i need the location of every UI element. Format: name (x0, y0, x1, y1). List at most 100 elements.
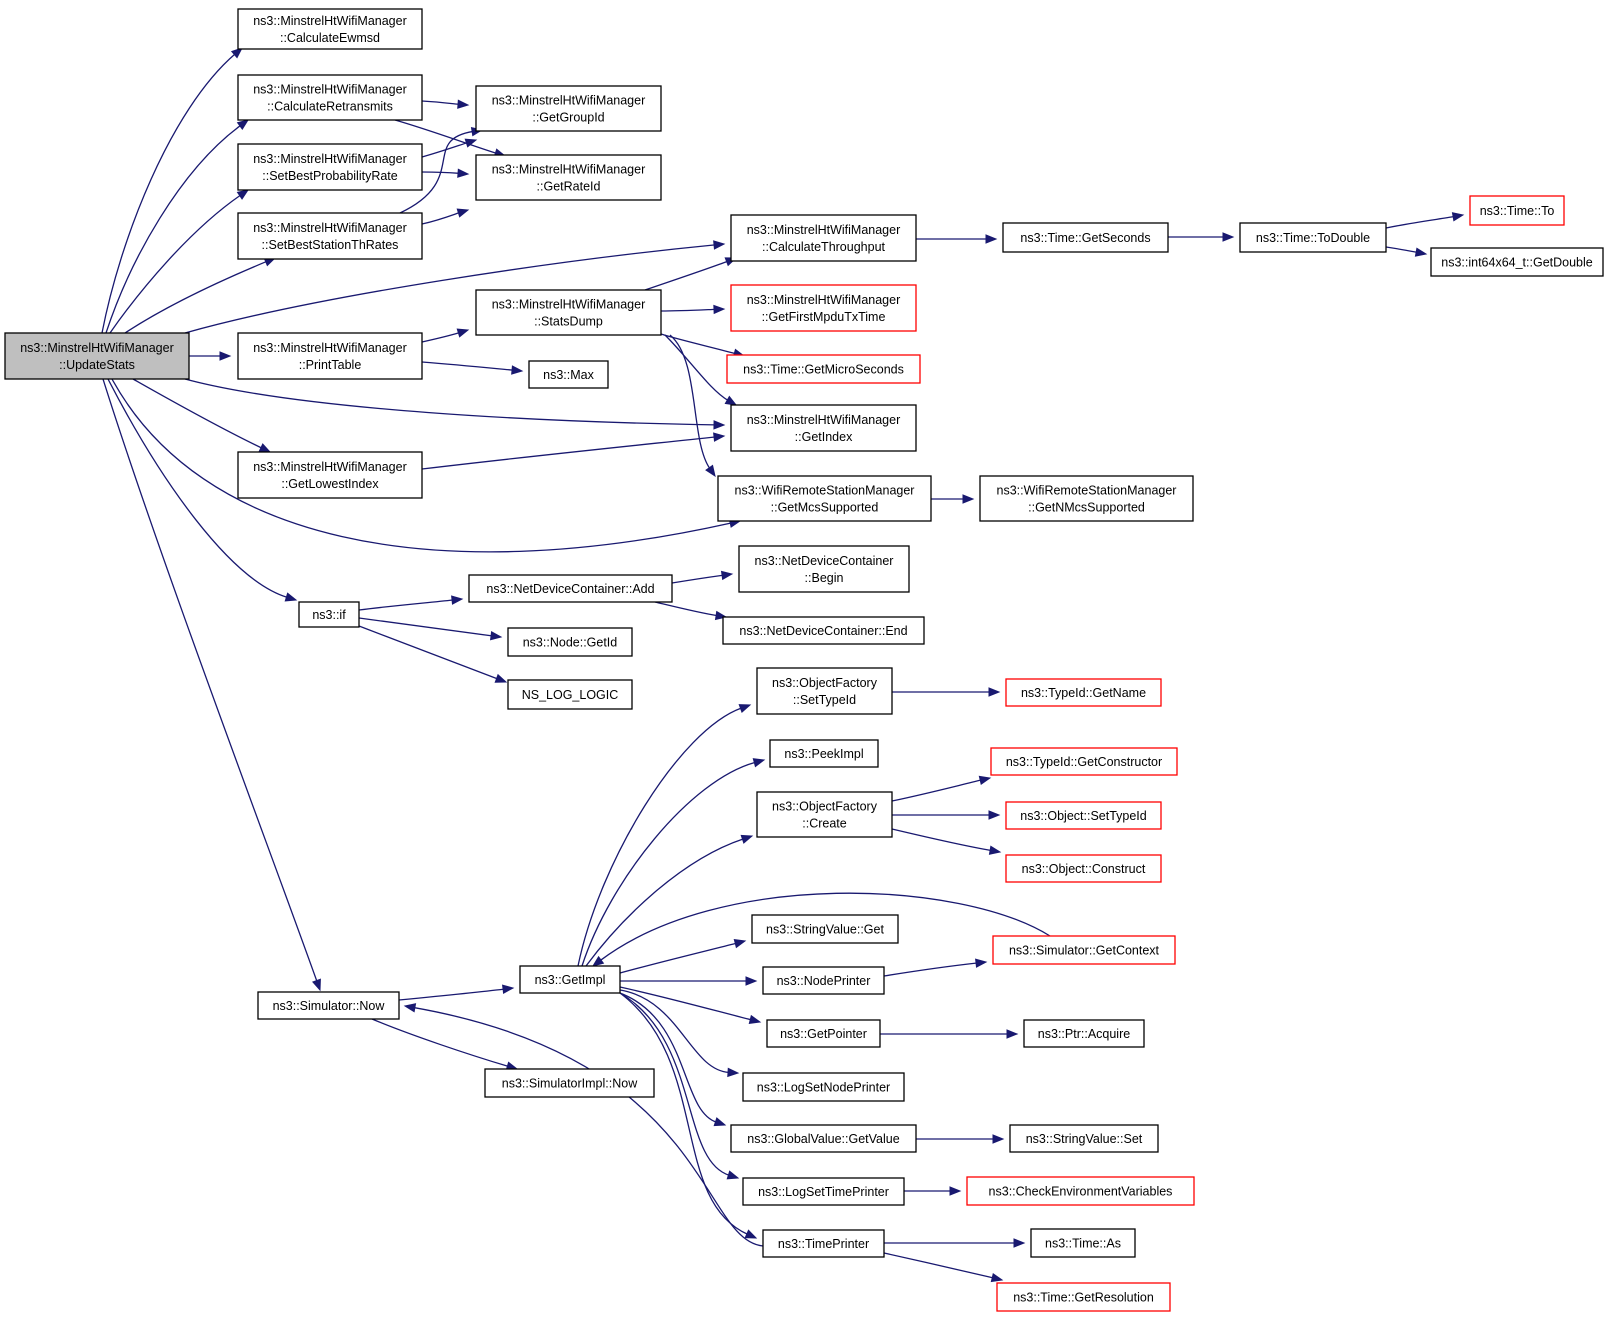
node-strValSet[interactable]: ns3::StringValue::Set (1009, 1124, 1159, 1153)
node-getPointer[interactable]: ns3::GetPointer (766, 1019, 881, 1048)
edge-line (371, 1018, 509, 1068)
node-logSetTimePrinter[interactable]: ns3::LogSetTimePrinter (742, 1177, 905, 1206)
node-objConstruct[interactable]: ns3::Object::Construct (1005, 854, 1162, 883)
edge-line (184, 244, 716, 334)
node-getFirstMpdu[interactable]: ns3::MinstrelHtWifiManager::GetFirstMpdu… (730, 284, 917, 332)
edge-line (105, 124, 242, 334)
call-edges (101, 47, 1465, 1283)
node-label: ns3::NodePrinter (777, 974, 871, 988)
node-setBestStation[interactable]: ns3::MinstrelHtWifiManager::SetBestStati… (237, 212, 423, 260)
node-timePrinter[interactable]: ns3::TimePrinter (762, 1229, 885, 1258)
node-box (475, 85, 662, 132)
node-ndcEnd[interactable]: ns3::NetDeviceContainer::End (722, 616, 925, 645)
node-label: ::GetGroupId (532, 111, 604, 125)
node-label: ::Create (802, 817, 847, 831)
arrow-head (727, 1067, 740, 1078)
node-getResolution[interactable]: ns3::Time::GetResolution (996, 1282, 1171, 1312)
node-ndcAdd[interactable]: ns3::NetDeviceContainer::Add (468, 574, 673, 603)
edge-logSetTimePrinter-to-checkEnv (903, 1186, 962, 1196)
edge-getLowestIndex-to-getIndex (421, 432, 726, 470)
node-ofSetTypeId[interactable]: ns3::ObjectFactory::SetTypeId (756, 667, 893, 715)
node-label: ns3::Time::GetSeconds (1020, 231, 1150, 245)
node-label: ns3::MinstrelHtWifiManager (253, 460, 407, 474)
node-ofCreate[interactable]: ns3::ObjectFactory::Create (756, 791, 893, 838)
node-getGroupId[interactable]: ns3::MinstrelHtWifiManager::GetGroupId (475, 85, 662, 132)
node-ndcBegin[interactable]: ns3::NetDeviceContainer::Begin (738, 545, 910, 593)
node-box (237, 332, 423, 380)
node-typeIdGetName[interactable]: ns3::TypeId::GetName (1005, 678, 1162, 707)
node-getMicroSeconds[interactable]: ns3::Time::GetMicroSeconds (726, 354, 921, 384)
arrow-head (713, 420, 726, 430)
node-calcRetransmits[interactable]: ns3::MinstrelHtWifiManager::CalculateRet… (237, 74, 423, 121)
node-getLowestIndex[interactable]: ns3::MinstrelHtWifiManager::GetLowestInd… (237, 451, 423, 499)
edge-line (671, 574, 724, 584)
edge-line (660, 308, 716, 312)
node-checkEnv[interactable]: ns3::CheckEnvironmentVariables (966, 1176, 1195, 1206)
edge-getImpl-to-nodePrinter (620, 976, 758, 986)
node-toDouble[interactable]: ns3::Time::ToDouble (1239, 222, 1387, 253)
node-calcEwmsd[interactable]: ns3::MinstrelHtWifiManager::CalculateEwm… (237, 8, 423, 50)
node-simImplNow[interactable]: ns3::SimulatorImpl::Now (484, 1068, 655, 1098)
edge-line (585, 838, 744, 967)
node-updateStats[interactable]: ns3::MinstrelHtWifiManager::UpdateStats (4, 332, 190, 380)
node-nsMax[interactable]: ns3::Max (528, 360, 609, 389)
node-box (237, 74, 423, 121)
node-typeIdGetCtor[interactable]: ns3::TypeId::GetConstructor (990, 747, 1178, 776)
node-box (996, 1282, 1171, 1312)
node-setBestProb[interactable]: ns3::MinstrelHtWifiManager::SetBestProba… (237, 143, 423, 191)
node-getSeconds[interactable]: ns3::Time::GetSeconds (1002, 222, 1169, 253)
node-statsDump[interactable]: ns3::MinstrelHtWifiManager::StatsDump (475, 289, 662, 336)
node-nodeGetId[interactable]: ns3::Node::GetId (507, 627, 633, 657)
node-box (237, 8, 423, 50)
node-label: ns3::Max (543, 368, 594, 382)
node-nsLogLogic[interactable]: NS_LOG_LOGIC (507, 679, 633, 710)
edge-line (654, 601, 718, 617)
node-label: ns3::Node::GetId (523, 636, 618, 650)
arrow-head (978, 775, 992, 786)
node-box (762, 966, 885, 995)
node-timeAs[interactable]: ns3::Time::As (1030, 1228, 1136, 1258)
edge-line (358, 617, 493, 637)
node-label: ::GetIndex (795, 430, 853, 444)
node-ptrAcquire[interactable]: ns3::Ptr::Acquire (1023, 1019, 1145, 1048)
edge-line (421, 361, 514, 371)
node-getRateId[interactable]: ns3::MinstrelHtWifiManager::GetRateId (475, 154, 662, 201)
node-int64GetDouble[interactable]: ns3::int64x64_t::GetDouble (1430, 247, 1604, 277)
node-logSetNodePrinter[interactable]: ns3::LogSetNodePrinter (742, 1072, 905, 1102)
edge-line (883, 1252, 994, 1279)
node-gvGetValue[interactable]: ns3::GlobalValue::GetValue (730, 1124, 917, 1153)
node-simGetContext[interactable]: ns3::Simulator::GetContext (992, 935, 1176, 965)
node-getImpl[interactable]: ns3::GetImpl (519, 965, 621, 994)
node-box (751, 914, 899, 944)
node-label: ns3::ObjectFactory (772, 800, 878, 814)
node-getMcsSupported[interactable]: ns3::WifiRemoteStationManager::GetMcsSup… (717, 475, 932, 522)
node-box (766, 1019, 881, 1048)
node-getIndex[interactable]: ns3::MinstrelHtWifiManager::GetIndex (730, 404, 917, 452)
node-nodePrinter[interactable]: ns3::NodePrinter (762, 966, 885, 995)
arrow-head (464, 138, 478, 148)
edge-getImpl-to-logSetNodePrinter (619, 989, 740, 1078)
node-box (730, 1124, 917, 1153)
node-box (1005, 801, 1162, 830)
node-nsIf[interactable]: ns3::if (298, 601, 360, 628)
node-timeTo[interactable]: ns3::Time::To (1469, 195, 1565, 226)
node-simNow[interactable]: ns3::Simulator::Now (257, 991, 400, 1020)
arrow-head (988, 687, 1001, 697)
node-objSetTypeId[interactable]: ns3::Object::SetTypeId (1005, 801, 1162, 830)
edge-line (891, 828, 992, 852)
node-label: ns3::MinstrelHtWifiManager (747, 413, 901, 427)
edge-getSeconds-to-toDouble (1168, 232, 1235, 242)
node-calcThroughput[interactable]: ns3::MinstrelHtWifiManager::CalculateThr… (730, 214, 917, 262)
node-label: ::GetFirstMpduTxTime (762, 310, 886, 324)
node-label: ns3::Simulator::Now (273, 999, 386, 1013)
node-printTable[interactable]: ns3::MinstrelHtWifiManager::PrintTable (237, 332, 423, 380)
node-peekImpl[interactable]: ns3::PeekImpl (769, 739, 879, 768)
node-label: ns3::TypeId::GetConstructor (1006, 755, 1162, 769)
node-label: ns3::SimulatorImpl::Now (502, 1077, 638, 1091)
arrow-head (949, 1186, 962, 1196)
node-getNMcs[interactable]: ns3::WifiRemoteStationManager::GetNMcsSu… (979, 475, 1194, 522)
edge-line (107, 378, 288, 599)
node-label: ns3::MinstrelHtWifiManager (253, 152, 407, 166)
node-label: ns3::MinstrelHtWifiManager (492, 163, 646, 177)
node-strValGet[interactable]: ns3::StringValue::Get (751, 914, 899, 944)
